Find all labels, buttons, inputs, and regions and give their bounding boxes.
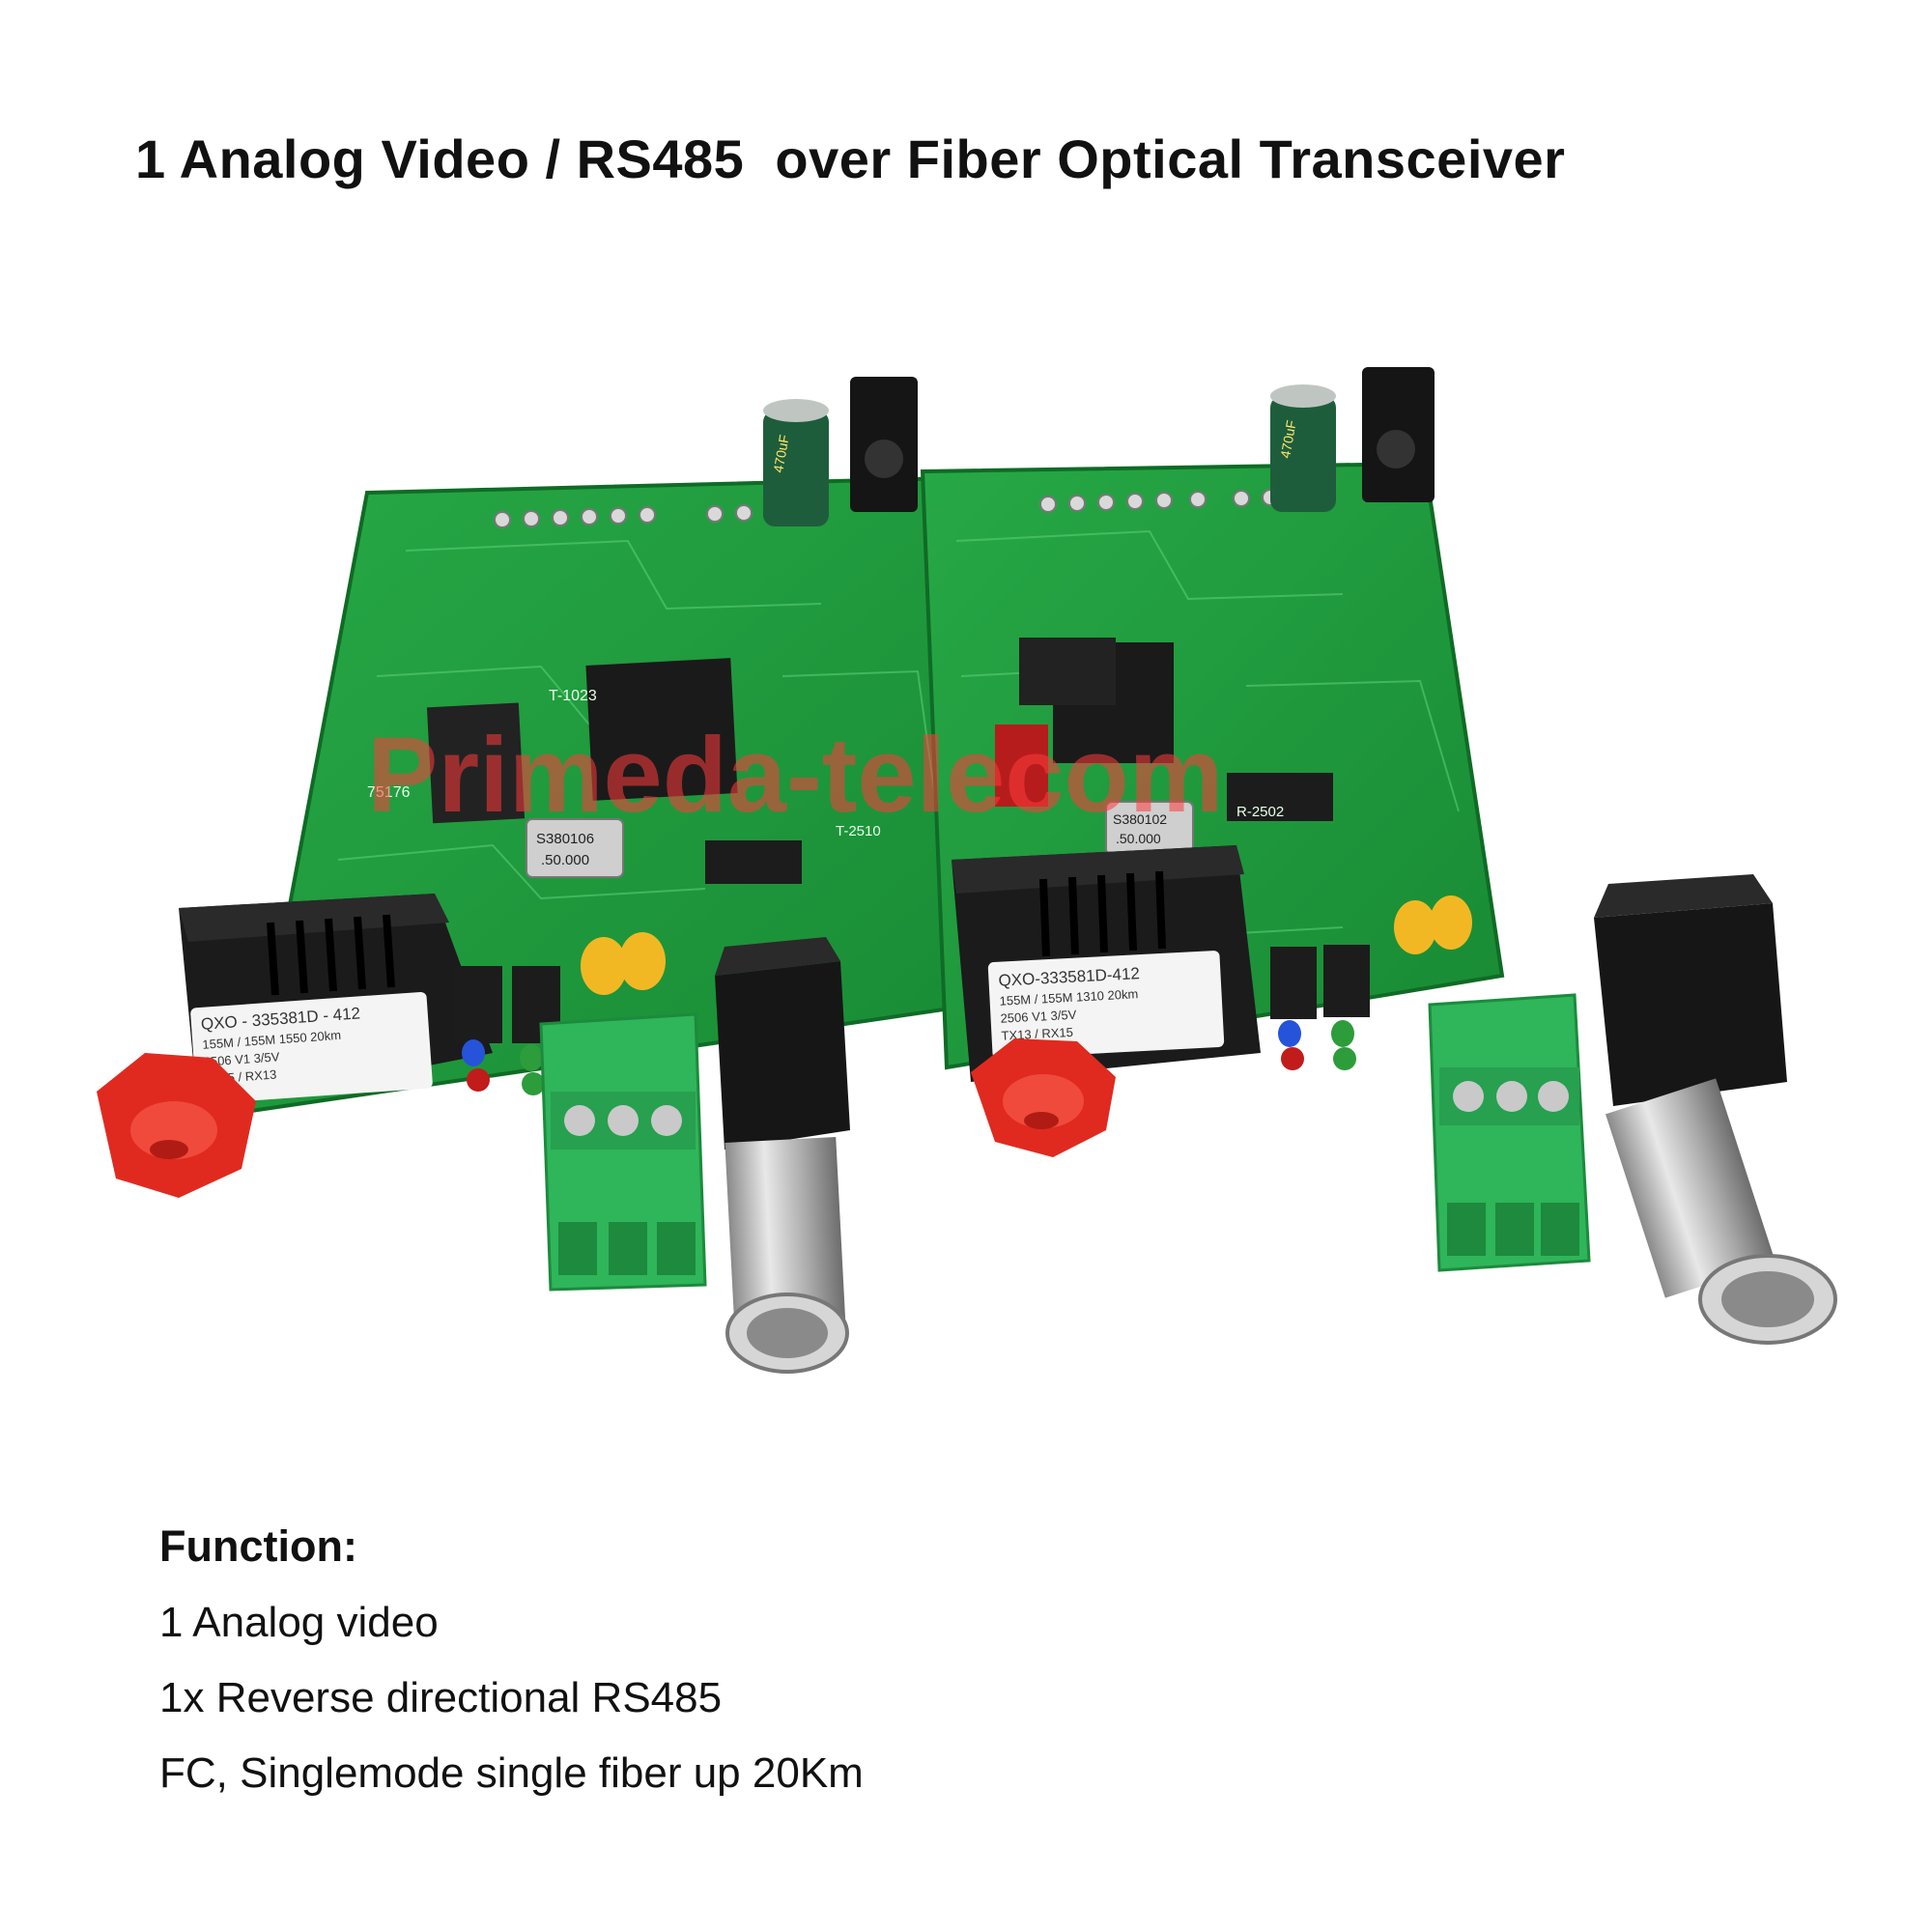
svg-text:TX13 / RX15: TX13 / RX15 xyxy=(1001,1025,1073,1043)
function-item: FC, Singlemode single fiber up 20Km xyxy=(159,1749,864,1797)
function-item: 1x Reverse directional RS485 xyxy=(159,1674,723,1721)
transceiver-boards-illustration: 470uF T-1023 75176 S380106 .50.000 T-251… xyxy=(97,367,1837,1374)
electrolytic-capacitor: 470uF xyxy=(1270,384,1336,512)
svg-text:R-2502: R-2502 xyxy=(1236,804,1284,820)
svg-text:75176: 75176 xyxy=(367,784,411,801)
watermark: Primeda-telecom xyxy=(367,716,1223,835)
main-chip xyxy=(585,658,738,801)
capacitor-value: 470uF xyxy=(770,434,792,474)
function-heading: Function: xyxy=(159,1521,357,1571)
svg-text:T-2510: T-2510 xyxy=(836,823,881,839)
optical-module-left: QXO - 335381D - 412 155M / 155M 1550 20k… xyxy=(97,894,493,1198)
function-item: 1 Analog video xyxy=(159,1599,439,1646)
svg-text:S380102: S380102 xyxy=(1113,811,1167,827)
svg-text:.50.000: .50.000 xyxy=(1116,831,1161,846)
oscillator xyxy=(526,818,624,878)
bnc-connector-right xyxy=(1594,874,1837,1345)
page-title: 1 Analog Video / RS485 over Fiber Optica… xyxy=(135,128,1566,189)
svg-text:T-1023: T-1023 xyxy=(549,688,597,704)
product-photo: 470uF T-1023 75176 S380106 .50.000 T-251… xyxy=(87,357,1884,1401)
module-label xyxy=(987,951,1225,1059)
svg-text:2506 V1 3/5V: 2506 V1 3/5V xyxy=(1000,1008,1077,1026)
bnc-connector-left xyxy=(715,937,850,1374)
left-board: 470uF T-1023 75176 S380106 .50.000 T-251… xyxy=(97,377,1012,1374)
svg-text:470uF: 470uF xyxy=(1277,419,1299,460)
optical-module-right: QXO-333581D-412 155M / 155M 1310 20km 25… xyxy=(952,845,1261,1157)
svg-text:.50.000: .50.000 xyxy=(541,852,589,868)
function-section: Function: 1 Analog video 1x Reverse dire… xyxy=(159,1521,864,1825)
svg-text:2506 V1 3/5V: 2506 V1 3/5V xyxy=(203,1049,280,1068)
electrolytic-capacitor: 470uF xyxy=(763,399,829,526)
module-label xyxy=(190,991,433,1104)
svg-text:S380106: S380106 xyxy=(536,831,594,847)
right-board: 470uF R-2502 S380102 .50.000 QXO-333 xyxy=(920,367,1837,1345)
rs485-terminal-left xyxy=(539,1012,707,1292)
status-leds-right xyxy=(1270,945,1370,1070)
rs485-terminal-right xyxy=(1428,993,1591,1272)
